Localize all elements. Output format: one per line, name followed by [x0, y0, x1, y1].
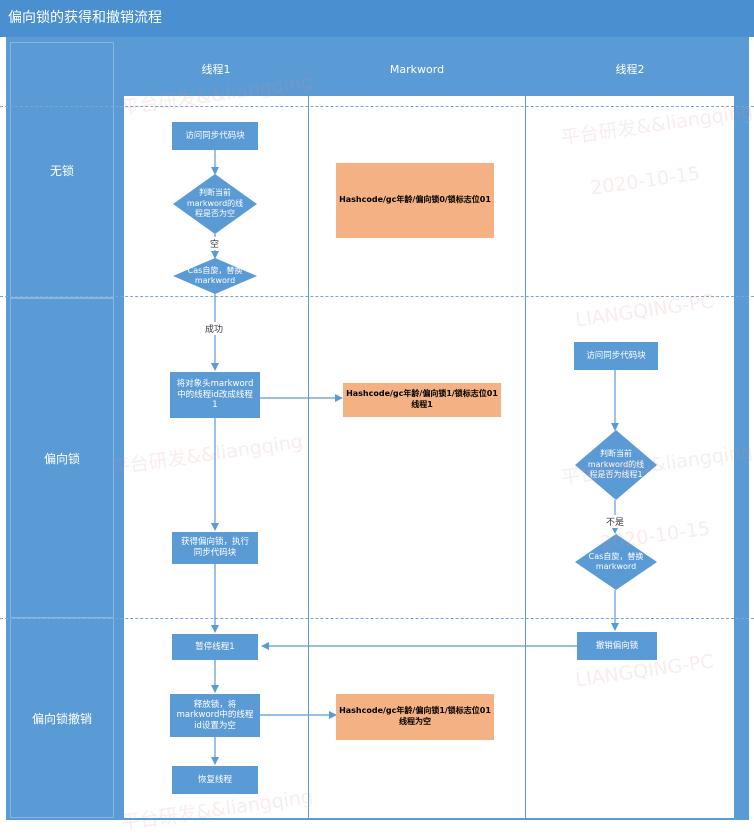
- t1-cas-replace-decision: Cas自旋，替换 markword: [173, 258, 257, 294]
- t1-pause-block: 暂停线程1: [172, 634, 258, 660]
- markword-biased-state: Hashcode/gc年龄/偏向锁1/锁标志位01 线程1: [343, 383, 501, 417]
- t1-set-thread-id-block: 将对象头markword 中的线程id改成线程 1: [170, 372, 260, 418]
- t2-cas-replace-decision: Cas自旋，替换 markword: [575, 534, 657, 590]
- lane-separator: [0, 106, 754, 107]
- t1-release-block: 释放锁，将 markword中的线程 id设置为空: [170, 694, 260, 737]
- column-header-markword: Markword: [389, 62, 445, 76]
- t1-check-markword-decision: 判断当前 markword的线 程是否为空: [173, 174, 257, 234]
- markword-biased-label: Hashcode/gc年龄/偏向锁1/锁标志位01 线程1: [346, 389, 498, 409]
- edge-label-not-yes: 不是: [604, 515, 627, 528]
- t2-cas-replace-label: Cas自旋，替换 markword: [588, 551, 644, 571]
- column-header-thread2: 线程2: [615, 63, 645, 76]
- t1-acquire-exec-block: 获得偏向锁，执行 同步代码块: [172, 532, 258, 564]
- edge-label-empty: 空: [208, 237, 222, 250]
- markword-released-state: Hashcode/gc年龄/偏向锁1/锁标志位01 线程为空: [336, 694, 494, 740]
- t2-revoke-label: 撤销偏向锁: [595, 640, 639, 651]
- t2-access-sync-label: 访问同步代码块: [586, 350, 646, 361]
- t2-access-sync-block: 访问同步代码块: [574, 342, 658, 370]
- t1-resume-label: 恢复线程: [197, 774, 232, 785]
- markword-initial-state: Hashcode/gc年龄/偏向锁0/锁标志位01: [336, 163, 494, 238]
- markword-released-label: Hashcode/gc年龄/偏向锁1/锁标志位01 线程为空: [339, 706, 491, 726]
- column-header-thread1: 线程1: [201, 63, 231, 76]
- t1-access-sync-label: 访问同步代码块: [185, 130, 245, 141]
- t1-pause-label: 暂停线程1: [195, 641, 235, 652]
- t1-resume-block: 恢复线程: [172, 766, 258, 794]
- t2-check-markword-label: 判断当前 markword的线 程是否为线程1: [587, 449, 645, 480]
- diagram-title: 偏向锁的获得和撤销流程: [0, 0, 754, 37]
- t1-access-sync-block: 访问同步代码块: [172, 122, 258, 150]
- t1-cas-replace-label: Cas自旋，替换 markword: [187, 265, 243, 285]
- lane-label-lock-free: 无锁: [10, 42, 114, 298]
- t2-check-markword-decision: 判断当前 markword的线 程是否为线程1: [575, 430, 657, 500]
- column-divider: [525, 42, 526, 818]
- edge-label-success: 成功: [203, 322, 226, 335]
- t1-acquire-exec-label: 获得偏向锁，执行 同步代码块: [180, 537, 249, 558]
- t1-set-thread-id-label: 将对象头markword 中的线程id改成线程 1: [176, 379, 254, 411]
- t2-revoke-block: 撤销偏向锁: [577, 632, 657, 660]
- lane-separator: [0, 618, 754, 619]
- t1-check-markword-label: 判断当前 markword的线 程是否为空: [186, 188, 244, 219]
- markword-initial-label: Hashcode/gc年龄/偏向锁0/锁标志位01: [339, 195, 491, 205]
- t1-release-label: 释放锁，将 markword中的线程 id设置为空: [176, 699, 254, 731]
- lane-label-biased: 偏向锁: [10, 298, 114, 618]
- column-divider: [308, 42, 309, 818]
- lane-separator: [0, 296, 754, 297]
